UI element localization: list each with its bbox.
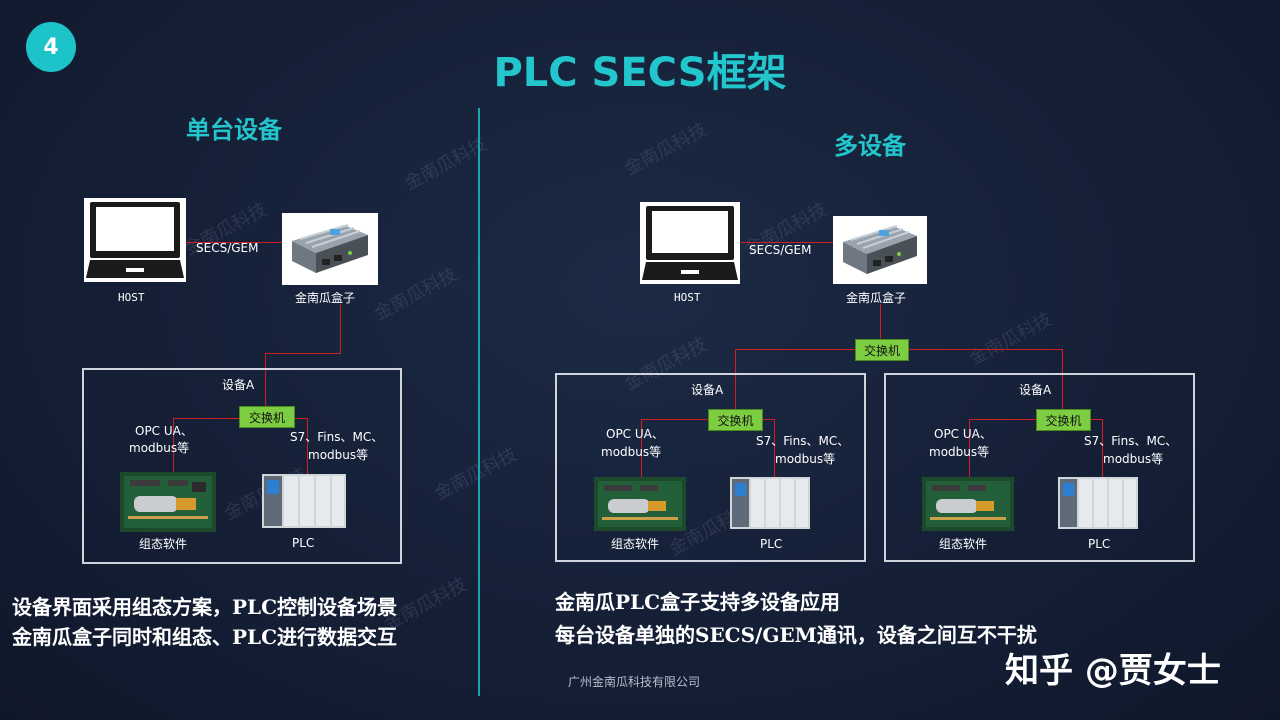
software-label: 组态软件 xyxy=(611,537,660,551)
plc-icon xyxy=(1058,477,1138,529)
s7-protocol-label: S7、Fins、MC、 xyxy=(290,430,384,444)
device-group xyxy=(82,368,402,564)
laptop-icon xyxy=(640,202,740,284)
connector-line xyxy=(307,418,308,474)
device-label: 设备A xyxy=(1019,383,1052,397)
gateway-box-icon xyxy=(282,213,378,285)
plc-label: PLC xyxy=(292,536,315,550)
secs-link-line xyxy=(186,242,282,243)
secs-gem-label: SECS/GEM xyxy=(749,243,812,257)
watermark: 金南瓜科技 xyxy=(966,308,1056,370)
opc-protocol-label: modbus等 xyxy=(129,441,190,455)
host-label: HOST xyxy=(118,291,145,304)
connector-line xyxy=(340,304,341,354)
watermark: 金南瓜科技 xyxy=(621,118,711,180)
connector-line xyxy=(1102,419,1103,477)
connector-line xyxy=(969,419,1036,420)
slide-number-badge: 4 xyxy=(26,22,76,72)
section-divider xyxy=(478,108,480,696)
plc-label: PLC xyxy=(1088,537,1111,551)
secs-gem-label: SECS/GEM xyxy=(196,241,259,255)
device-group xyxy=(884,373,1195,562)
company-footer: 广州金南瓜科技有限公司 xyxy=(568,675,701,689)
opc-protocol-label: OPC UA、 xyxy=(934,427,992,441)
connector-line xyxy=(173,418,174,481)
connector-line xyxy=(641,419,642,481)
connector-line xyxy=(907,349,1062,350)
s7-protocol-label: modbus等 xyxy=(308,448,369,462)
secs-link-line xyxy=(741,242,833,243)
zhihu-credit: 知乎 @贾女士 xyxy=(1005,651,1221,691)
s7-protocol-label: modbus等 xyxy=(1103,452,1164,466)
connector-line xyxy=(735,349,855,350)
hmi-board-icon xyxy=(120,472,216,532)
gateway-box-label: 金南瓜盒子 xyxy=(295,291,356,305)
switch-node: 交换机 xyxy=(1036,409,1091,431)
page-title: PLC SECS框架 xyxy=(493,50,787,96)
main-switch-node: 交换机 xyxy=(855,339,909,361)
gateway-box-label: 金南瓜盒子 xyxy=(846,291,907,305)
opc-protocol-label: modbus等 xyxy=(929,445,990,459)
left-heading: 单台设备 xyxy=(186,116,282,144)
right-heading: 多设备 xyxy=(834,132,906,160)
right-caption-line2: 每台设备单独的SECS/GEM通讯，设备之间互不干扰 xyxy=(555,623,1037,647)
connector-line xyxy=(293,418,308,419)
connector-line xyxy=(774,419,775,477)
software-label: 组态软件 xyxy=(939,537,988,551)
right-caption-line1: 金南瓜PLC盒子支持多设备应用 xyxy=(555,590,841,614)
gateway-box-icon xyxy=(833,216,927,284)
connector-line xyxy=(761,419,775,420)
device-group xyxy=(555,373,866,562)
hmi-board-icon xyxy=(594,477,686,531)
software-label: 组态软件 xyxy=(139,537,188,551)
laptop-icon xyxy=(84,198,186,282)
hmi-board-icon xyxy=(922,477,1014,531)
connector-line xyxy=(880,304,881,340)
s7-protocol-label: S7、Fins、MC、 xyxy=(1084,434,1178,448)
connector-line xyxy=(265,353,266,406)
device-label: 设备A xyxy=(691,383,724,397)
switch-node: 交换机 xyxy=(239,406,295,428)
switch-node: 交换机 xyxy=(708,409,763,431)
opc-protocol-label: modbus等 xyxy=(601,445,662,459)
connector-line xyxy=(265,353,341,354)
host-label: HOST xyxy=(674,291,701,304)
left-caption-line1: 设备界面采用组态方案，PLC控制设备场景 xyxy=(12,595,398,619)
connector-line xyxy=(735,349,736,410)
connector-line xyxy=(1089,419,1103,420)
s7-protocol-label: S7、Fins、MC、 xyxy=(756,434,850,448)
left-caption-line2: 金南瓜盒子同时和组态、PLC进行数据交互 xyxy=(12,625,398,649)
device-label: 设备A xyxy=(222,378,255,392)
plc-icon xyxy=(262,474,346,528)
connector-line xyxy=(173,418,239,419)
s7-protocol-label: modbus等 xyxy=(775,452,836,466)
plc-icon xyxy=(730,477,810,529)
opc-protocol-label: OPC UA、 xyxy=(606,427,664,441)
watermark: 金南瓜科技 xyxy=(371,263,461,325)
opc-protocol-label: OPC UA、 xyxy=(135,424,193,438)
connector-line xyxy=(641,419,708,420)
connector-line xyxy=(1062,349,1063,410)
plc-label: PLC xyxy=(760,537,783,551)
connector-line xyxy=(969,419,970,481)
watermark: 金南瓜科技 xyxy=(431,443,521,505)
